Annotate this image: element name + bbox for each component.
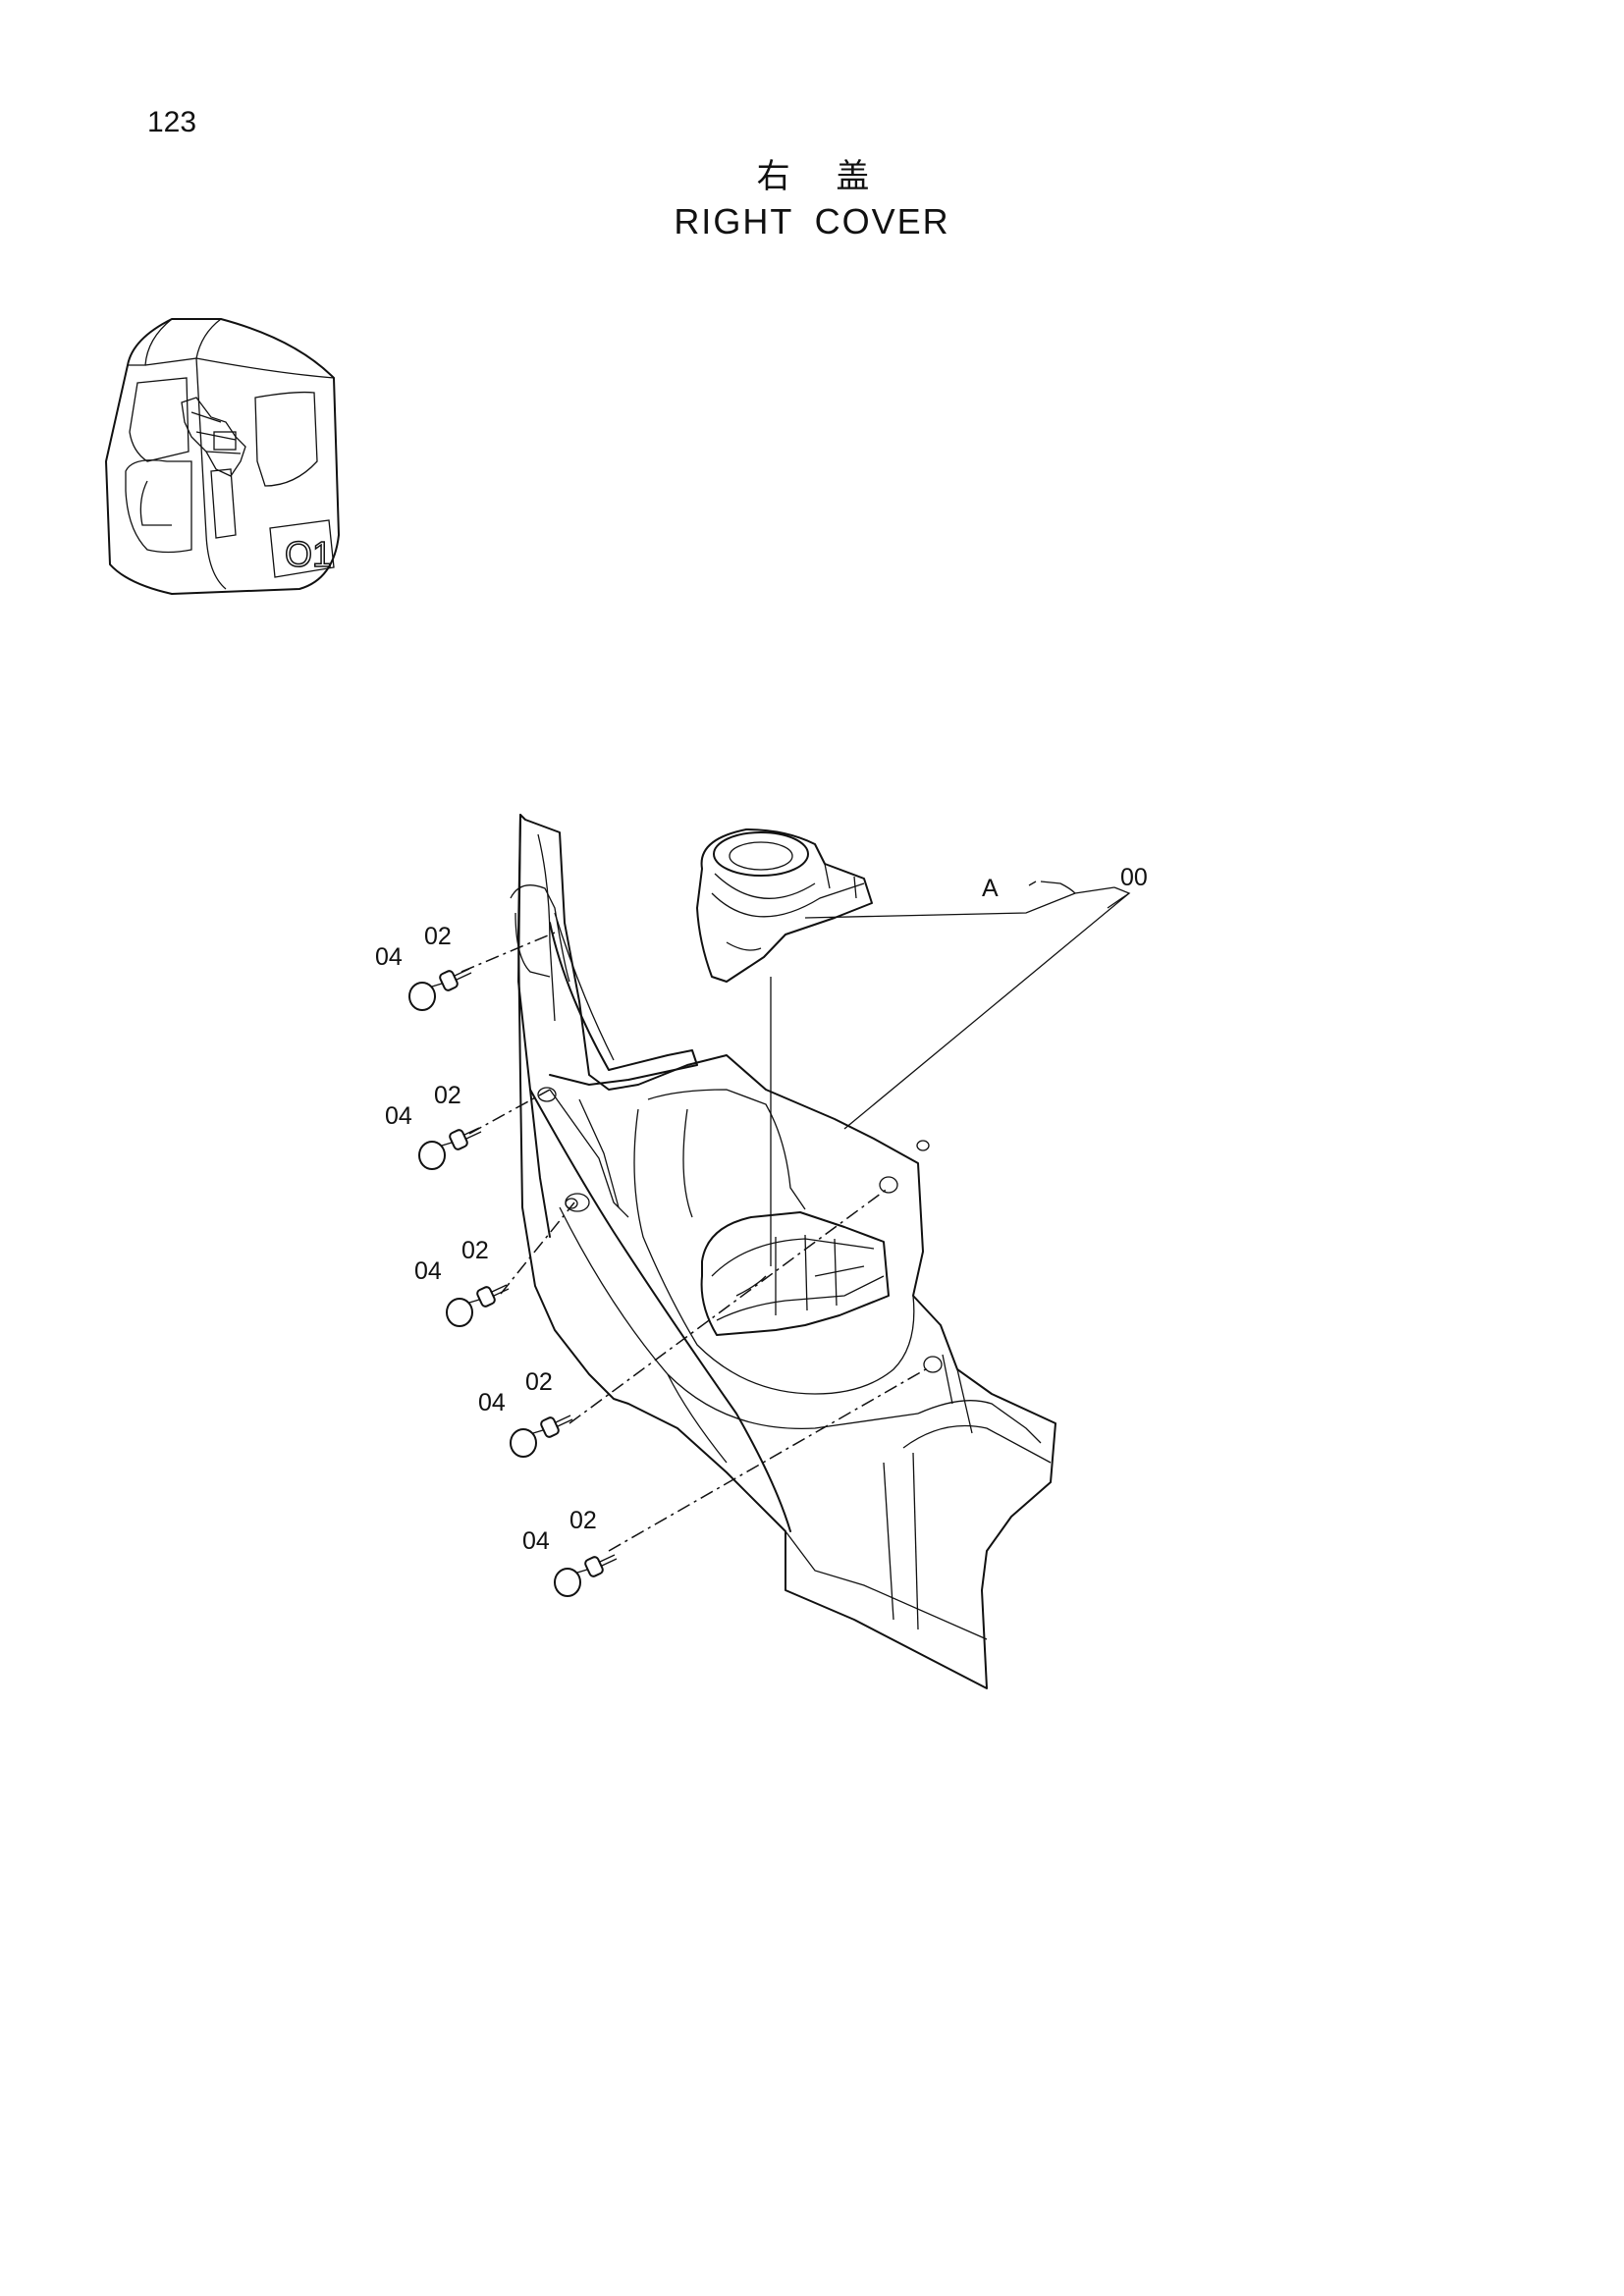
cap-callout: 04	[385, 1102, 412, 1130]
cap-callout: 04	[414, 1257, 442, 1285]
bolt-callout: 02	[569, 1507, 597, 1534]
title-english: RIGHT COVER	[674, 201, 950, 241]
fastener-set-4: 04 02	[478, 1368, 573, 1458]
fastener-set-1: 04 02	[375, 923, 472, 1011]
callout-main-part: 00	[1120, 864, 1148, 891]
bolt-callout: 02	[434, 1082, 461, 1109]
cap-callout: 04	[478, 1389, 506, 1416]
fastener-set-5: 04 02	[522, 1507, 618, 1597]
callout-sub-assembly: A	[982, 875, 999, 902]
bolt-callout: 02	[424, 923, 452, 950]
fastener-set-2: 04 02	[385, 1082, 482, 1170]
right-cover-panel	[510, 814, 1056, 1689]
bolt-callout: 02	[525, 1368, 553, 1396]
cap-callout: 04	[522, 1527, 550, 1555]
leader-lines	[770, 881, 1131, 1266]
cup-holder-assembly	[696, 828, 873, 983]
title-chinese: 右 盖	[756, 157, 888, 196]
page-number: 123	[147, 106, 197, 138]
cap-callout: 04	[375, 943, 403, 971]
cab-thumbnail: O1	[105, 318, 340, 595]
fastener-axis-lines	[460, 932, 932, 1552]
fastener-set-3: 04 02	[414, 1237, 510, 1327]
thumbnail-label: O1	[285, 534, 332, 574]
bolt-callout: 02	[461, 1237, 489, 1264]
